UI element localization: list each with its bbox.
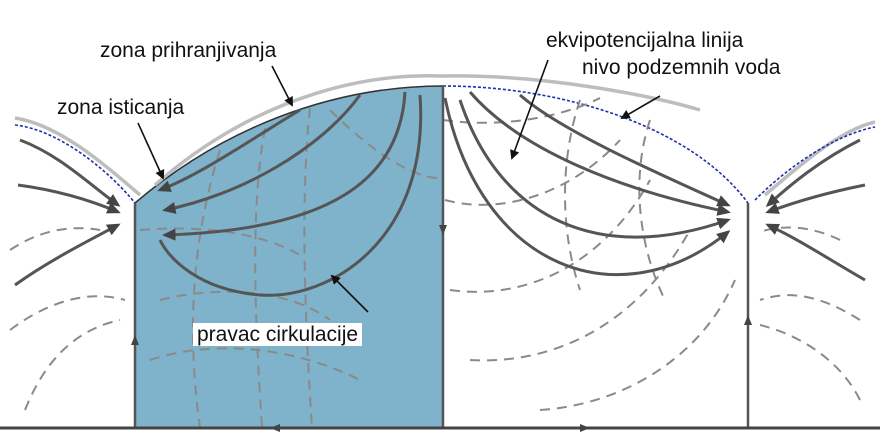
label-pointers: [137, 59, 661, 313]
recharge-zone-label: zona prihranjivanja: [98, 39, 279, 62]
flow-lines: [14, 91, 866, 297]
circulation-direction-label: pravac cirkulacije: [193, 323, 363, 346]
circulation-cell-highlight: [134, 85, 444, 429]
discharge-zone-label: zona isticanja: [55, 96, 187, 119]
equipotential-lines: [9, 97, 861, 429]
water-table-line: [14, 85, 876, 204]
equipotential-line-label: ekvipotencijalna linija: [544, 29, 746, 52]
ground-surface: [14, 73, 876, 197]
groundwater-level-label: nivo podzemnih voda: [580, 56, 783, 79]
divide-arrows: [131, 225, 752, 432]
